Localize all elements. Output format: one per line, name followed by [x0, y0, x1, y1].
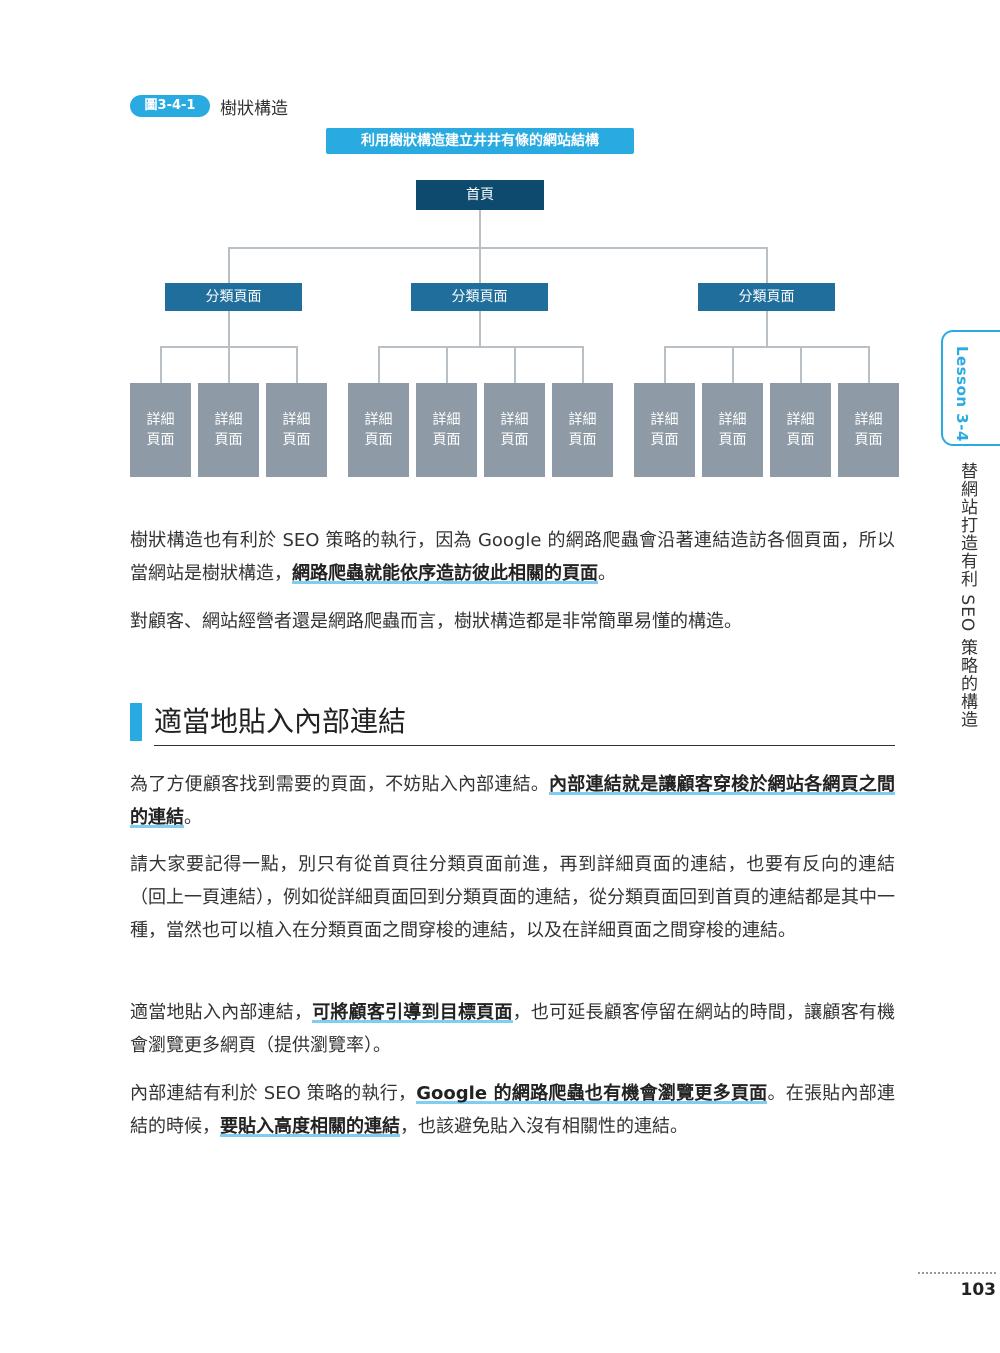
figure-title: 樹狀構造	[220, 99, 288, 119]
connector	[664, 346, 869, 348]
text: 樹狀構造也有利於 SEO 策略的執行，因為 Google 的網路爬蟲會沿著連結造…	[130, 530, 895, 584]
paragraph: 請大家要記得一點，別只有從首頁往分類頁面前進，再到詳細頁面的連結，也要有反向的連…	[130, 854, 895, 941]
node-detail: 詳細頁面	[770, 383, 831, 477]
text: 。	[598, 563, 616, 584]
connector	[582, 346, 584, 383]
page-number: 103	[960, 1280, 997, 1300]
node-detail-label: 詳細頁面	[282, 412, 311, 448]
paragraph: 對顧客、網站經營者還是網路爬蟲而言，樹狀構造都是非常簡單易懂的構造。	[130, 611, 742, 632]
node-detail-label: 詳細頁面	[786, 412, 815, 448]
section-title: 適當地貼入內部連結	[154, 705, 407, 738]
node-detail-label: 詳細頁面	[650, 412, 679, 448]
node-detail-label: 詳細頁面	[854, 412, 883, 448]
connector	[766, 311, 768, 347]
text: ，也可延長顧客停留在網站的時間，讓顧客有機會瀏覽更多網頁（提供瀏覽率）。	[130, 1002, 896, 1056]
connector	[800, 346, 802, 383]
node-category: 分類頁面	[698, 283, 835, 311]
connector	[664, 346, 666, 383]
highlight: Google 的網路爬蟲也有機會瀏覽更多頁面	[416, 1083, 768, 1104]
highlight: 要貼入高度相關的連結	[220, 1116, 400, 1137]
page-number-dots	[918, 1272, 996, 1274]
diagram-banner: 利用樹狀構造建立井井有條的網站結構	[326, 128, 634, 154]
connector	[479, 210, 481, 248]
connector	[766, 247, 768, 283]
connector	[228, 311, 230, 347]
node-category: 分類頁面	[165, 283, 302, 311]
paragraph: 為了方便顧客找到需要的頁面，不妨貼入內部連結。內部連結就是讓顧客穿梭於網站各網頁…	[130, 768, 895, 834]
connector	[446, 346, 448, 383]
node-detail-label: 詳細頁面	[432, 412, 461, 448]
connector	[868, 346, 870, 383]
node-detail-label: 詳細頁面	[146, 412, 175, 448]
node-category: 分類頁面	[411, 283, 548, 311]
figure-label: 圖3-4-1	[130, 95, 210, 117]
node-detail-label: 詳細頁面	[568, 412, 597, 448]
connector	[296, 346, 298, 383]
node-home: 首頁	[416, 180, 544, 210]
node-detail: 詳細頁面	[484, 383, 545, 477]
node-detail-label: 詳細頁面	[214, 412, 243, 448]
text: 內部連結有利於 SEO 策略的執行，	[130, 1083, 417, 1104]
section-accent-bar	[130, 703, 142, 741]
lesson-label: Lesson 3-4	[953, 346, 971, 442]
node-detail: 詳細頁面	[838, 383, 899, 477]
node-detail-label: 詳細頁面	[364, 412, 393, 448]
paragraph: 樹狀構造也有利於 SEO 策略的執行，因為 Google 的網路爬蟲會沿著連結造…	[130, 524, 895, 590]
highlight: 可將顧客引導到目標頁面	[312, 1002, 513, 1023]
node-detail: 詳細頁面	[198, 383, 259, 477]
connector	[479, 311, 481, 347]
node-detail: 詳細頁面	[416, 383, 477, 477]
node-detail: 詳細頁面	[266, 383, 327, 477]
node-detail: 詳細頁面	[634, 383, 695, 477]
connector	[378, 346, 380, 383]
lesson-tab: Lesson 3-4	[941, 330, 1000, 446]
connector	[160, 346, 162, 383]
node-detail: 詳細頁面	[552, 383, 613, 477]
text: 。在張貼內部連結的時候，	[130, 1083, 895, 1137]
node-detail-label: 詳細頁面	[500, 412, 529, 448]
paragraph: 內部連結有利於 SEO 策略的執行，Google 的網路爬蟲也有機會瀏覽更多頁面…	[130, 1077, 895, 1143]
connector	[732, 346, 734, 383]
connector	[228, 247, 230, 283]
text: 為了方便顧客找到需要的頁面，不妨貼入內部連結。	[130, 774, 550, 795]
text: 適當地貼入內部連結，	[130, 1002, 313, 1023]
connector	[228, 346, 230, 383]
connector	[228, 247, 767, 249]
text: ，也該避免貼入沒有相關性的連結。	[400, 1116, 688, 1137]
chapter-title: 替網站打造有利 SEO 策略的構造	[957, 462, 977, 729]
text: 。	[184, 807, 202, 828]
connector	[378, 346, 583, 348]
connector	[479, 247, 481, 283]
node-detail: 詳細頁面	[702, 383, 763, 477]
node-detail: 詳細頁面	[130, 383, 191, 477]
connector	[514, 346, 516, 383]
paragraph: 適當地貼入內部連結，可將顧客引導到目標頁面，也可延長顧客停留在網站的時間，讓顧客…	[130, 996, 895, 1062]
section-divider	[154, 745, 895, 746]
node-detail-label: 詳細頁面	[718, 412, 747, 448]
highlight: 網路爬蟲就能依序造訪彼此相關的頁面	[292, 563, 598, 584]
node-detail: 詳細頁面	[348, 383, 409, 477]
